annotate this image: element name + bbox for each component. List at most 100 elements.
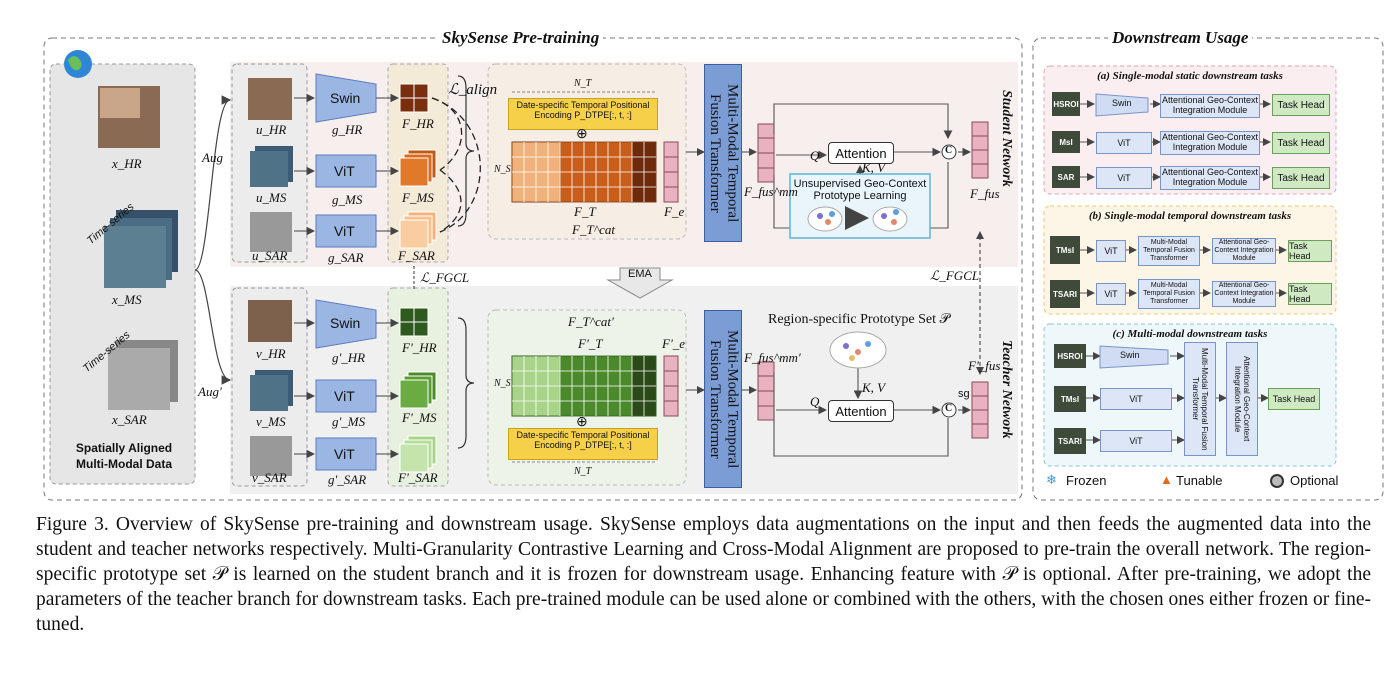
q-label-student: Q bbox=[810, 148, 820, 163]
loss-align-label: ℒ_align bbox=[448, 82, 498, 98]
gms-label: g_MS bbox=[332, 192, 363, 207]
downstream-c-title: (c) Multi-modal downstream tasks bbox=[1112, 328, 1268, 340]
fusion-transformer-student: Multi-Modal Temporal Fusion Transformer bbox=[704, 64, 742, 242]
sar-image bbox=[108, 348, 170, 410]
swin-encoder-a: Swin bbox=[1112, 98, 1132, 108]
gsar-label: g_SAR bbox=[328, 250, 364, 265]
geo-module-a1: Attentional Geo-Context Integration Modu… bbox=[1160, 94, 1260, 118]
sar-input: SAR bbox=[1052, 166, 1080, 188]
fusion-block-b2: Multi-Modal Temporal Fusion Transformer bbox=[1138, 279, 1200, 309]
concat-icon-teacher: C bbox=[945, 403, 953, 414]
nt-label-teacher: N_T bbox=[574, 466, 592, 477]
hsroi-input-c: HSROI bbox=[1054, 344, 1086, 368]
q-label-teacher: Q bbox=[810, 394, 820, 409]
swin-encoder-teacher: Swin bbox=[330, 315, 361, 331]
ffus-label: F_fus bbox=[970, 186, 1000, 201]
loss-fgcl-right: ℒ_FGCL bbox=[930, 268, 980, 283]
vhr-label: v_HR bbox=[256, 346, 286, 361]
uhr-label: u_HR bbox=[256, 122, 287, 137]
xms-label: x_MS bbox=[112, 292, 142, 307]
geo-module-b2: Attentional Geo-Context Integration Modu… bbox=[1212, 281, 1276, 307]
add-icon-teacher: ⊕ bbox=[576, 415, 588, 430]
ms-image bbox=[104, 226, 166, 288]
ghr-prime-label: g'_HR bbox=[332, 350, 366, 365]
vit-encoder-a3: ViT bbox=[1096, 167, 1152, 189]
ftcat-label: F_T^cat bbox=[572, 222, 616, 237]
fsar-label: F_SAR bbox=[398, 248, 435, 263]
nt-label-student: N_T bbox=[574, 78, 592, 89]
flame-icon: ▲ bbox=[1160, 472, 1173, 487]
task-head-b2: Task Head bbox=[1288, 283, 1332, 305]
teacher-network-label: Teacher Network bbox=[999, 340, 1015, 439]
geo-module-a3: Attentional Geo-Context Integration Modu… bbox=[1160, 166, 1260, 190]
tmsi-input-b: TMsI bbox=[1050, 236, 1080, 264]
task-head-c: Task Head bbox=[1268, 388, 1320, 410]
vit-encoder-c2: ViT bbox=[1100, 430, 1172, 452]
geo-module-c: Attentional Geo-Context Integration Modu… bbox=[1226, 342, 1258, 456]
ns-label-teacher: N_S bbox=[494, 378, 511, 389]
stop-gradient-label: sg bbox=[958, 388, 970, 400]
geo-module-b1: Attentional Geo-Context Integration Modu… bbox=[1212, 238, 1276, 264]
tsari-input-b: TSARI bbox=[1050, 280, 1080, 308]
ft-prime-label: F'_T bbox=[578, 336, 603, 351]
vsar-label: v_SAR bbox=[252, 470, 287, 485]
task-head-a2: Task Head bbox=[1272, 132, 1330, 154]
vit-sar-encoder-teacher: ViT bbox=[334, 446, 355, 462]
kv-label-teacher: K, V bbox=[862, 380, 886, 395]
downstream-b-title: (b) Single-modal temporal downstream tas… bbox=[1088, 210, 1292, 222]
ema-label: EMA bbox=[628, 268, 652, 280]
attention-block-teacher: Attention bbox=[828, 400, 894, 422]
msi-input: MsI bbox=[1052, 131, 1080, 153]
vit-ms-encoder-student: ViT bbox=[334, 163, 355, 179]
dtpe-box-teacher: Date-specific Temporal Positional Encodi… bbox=[508, 428, 658, 460]
fhr-label: F_HR bbox=[402, 116, 434, 131]
legend-frozen: Frozen bbox=[1066, 473, 1107, 488]
downstream-title: Downstream Usage bbox=[1108, 28, 1253, 48]
ffus-prime-label: F'_fus bbox=[968, 358, 1001, 373]
kv-label-student: K, V bbox=[862, 160, 886, 175]
swin-encoder-c: Swin bbox=[1120, 350, 1140, 360]
add-icon-student: ⊕ bbox=[576, 127, 588, 142]
geo-module-a2: Attentional Geo-Context Integration Modu… bbox=[1160, 131, 1260, 155]
student-network-label: Student Network bbox=[999, 90, 1015, 187]
vit-encoder-b2: ViT bbox=[1096, 283, 1126, 305]
vit-ms-encoder-teacher: ViT bbox=[334, 388, 355, 404]
proto-learning-label: Unsupervised Geo-Context Prototype Learn… bbox=[793, 178, 927, 203]
fusion-block-b1: Multi-Modal Temporal Fusion Transformer bbox=[1138, 236, 1200, 266]
tsari-input-c: TSARI bbox=[1054, 428, 1086, 454]
ums-label: u_MS bbox=[256, 190, 287, 205]
ftcat-prime-label: F_T^cat' bbox=[568, 314, 614, 329]
ffusmm-label: F_fus^mm bbox=[744, 184, 798, 199]
figure-caption: Figure 3. Overview of SkySense pre-train… bbox=[36, 514, 1371, 635]
task-head-b1: Task Head bbox=[1288, 240, 1332, 262]
pretraining-title: SkySense Pre-training bbox=[438, 28, 604, 48]
fusion-block-c: Multi-Modal Temporal Fusion Transformer bbox=[1184, 342, 1216, 456]
hsroi-input: HSROI bbox=[1052, 92, 1080, 116]
fe-label: F_e bbox=[664, 204, 685, 219]
tmsi-input-c: TMsI bbox=[1054, 386, 1086, 412]
fsar-prime-label: F'_SAR bbox=[398, 470, 438, 485]
snowflake-icon: ❄ bbox=[1046, 472, 1057, 487]
aug-prime-label: Aug' bbox=[198, 384, 222, 399]
fms-label: F_MS bbox=[402, 190, 434, 205]
xhr-label: x_HR bbox=[112, 156, 142, 171]
ft-label: F_T bbox=[574, 204, 596, 219]
aug-label: Aug bbox=[202, 150, 223, 165]
ffusmm-prime-label: F_fus^mm' bbox=[744, 350, 801, 365]
fe-prime-label: F'_e bbox=[662, 336, 685, 351]
vms-label: v_MS bbox=[256, 414, 286, 429]
usar-label: u_SAR bbox=[252, 248, 288, 263]
fusion-transformer-teacher: Multi-Modal Temporal Fusion Transformer bbox=[704, 310, 742, 488]
fhr-prime-label: F'_HR bbox=[402, 340, 437, 355]
vit-encoder-a2: ViT bbox=[1096, 132, 1152, 154]
task-head-a3: Task Head bbox=[1272, 167, 1330, 189]
attention-block-student: Attention bbox=[828, 142, 894, 164]
ghr-label: g_HR bbox=[332, 122, 363, 137]
legend-optional: Optional bbox=[1290, 473, 1339, 488]
optional-circle-icon bbox=[1270, 474, 1284, 488]
xsar-label: x_SAR bbox=[112, 412, 147, 427]
task-head-a1: Task Head bbox=[1272, 94, 1330, 116]
dtpe-box-student: Date-specific Temporal Positional Encodi… bbox=[508, 98, 658, 130]
loss-fgcl-left: ℒ_FGCL bbox=[420, 270, 470, 285]
ns-label-student: N_S bbox=[494, 164, 511, 175]
